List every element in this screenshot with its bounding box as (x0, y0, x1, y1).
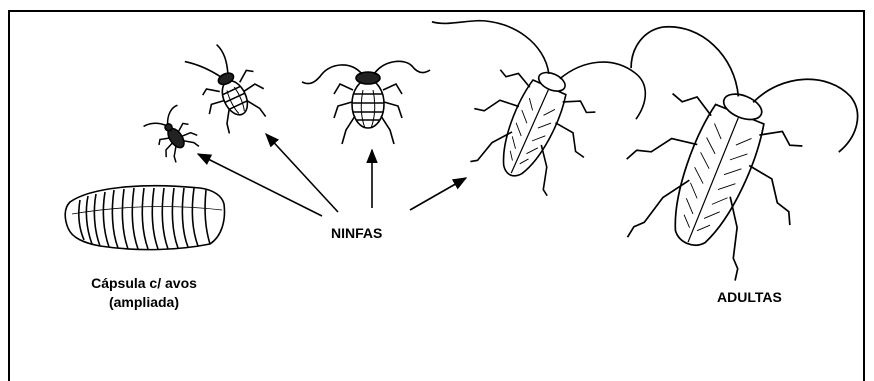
nymph-cockroach-icon (302, 61, 430, 144)
cockroach-life-cycle-illustration (0, 0, 874, 371)
nymph-cockroach-icon (184, 34, 275, 137)
arrow-icon (198, 134, 466, 216)
egg-capsule-icon (65, 186, 224, 250)
egg-capsule-label: Cápsula c/ avos (ampliada) (76, 274, 212, 312)
egg-capsule-label-line2: (ampliada) (76, 293, 212, 312)
adults-label: ADULTAS (717, 288, 782, 307)
nymphs-label: NINFAS (331, 224, 382, 243)
nymph-cockroach-icon (144, 104, 204, 166)
adult-cockroach-icon (569, 11, 868, 302)
adult-cockroach-icon (386, 0, 654, 217)
egg-capsule-label-line1: Cápsula c/ avos (76, 274, 212, 293)
